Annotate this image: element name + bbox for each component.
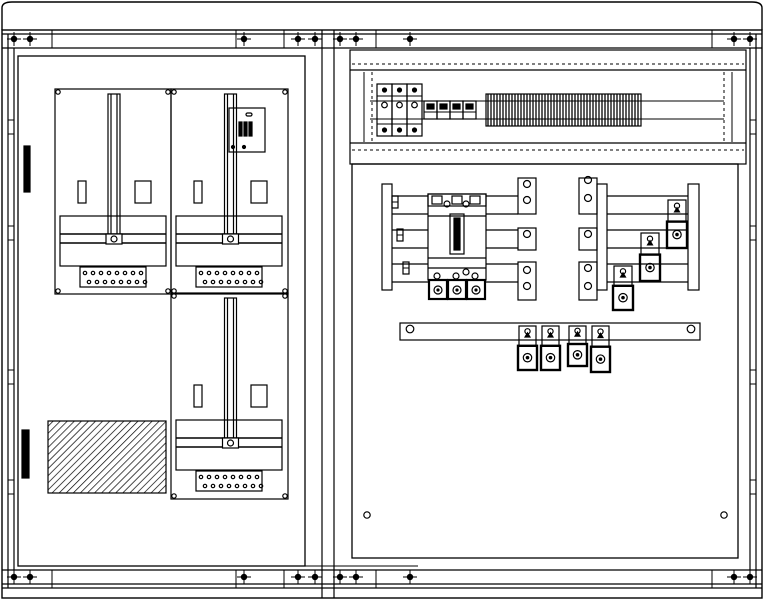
door-handle-top: [23, 145, 31, 193]
terminal-block: [423, 100, 438, 120]
terminal-block: [79, 266, 148, 288]
terminal-block: [195, 470, 264, 492]
terminal-block: [449, 100, 464, 120]
modular-device: [406, 83, 423, 137]
terminal-block: [195, 266, 264, 288]
busbar-supports: [381, 177, 537, 301]
meter-bay-1: [54, 88, 172, 295]
outgoing-terminals: [611, 199, 689, 312]
door-handle-bottom: [21, 429, 30, 479]
modular-device: [391, 83, 408, 137]
main-circuit-breaker: [427, 193, 487, 301]
ventilation-grille: [47, 420, 167, 494]
terminal-lug: [665, 199, 689, 250]
neutral-terminals: [516, 325, 612, 374]
control-module: [228, 107, 266, 153]
mounting-plate: [351, 163, 739, 559]
breaker-terminal: [446, 272, 468, 301]
terminal-block: [436, 100, 451, 120]
terminal-lug: [566, 325, 589, 368]
breaker-terminal: [427, 272, 449, 301]
meter-bays: [54, 88, 289, 500]
right-compartment: [349, 49, 747, 559]
left-compartment: [17, 55, 418, 567]
terminal-lug: [539, 325, 562, 372]
breaker-terminal: [465, 272, 487, 301]
plate-screw: [363, 511, 371, 519]
terminal-strip: [485, 93, 642, 127]
meter-bay-3: [170, 292, 289, 500]
meter-bay-2: [170, 88, 289, 295]
terminal-lug: [611, 265, 635, 312]
terminal-block: [462, 100, 477, 120]
neutral-bar: [399, 322, 701, 341]
top-rail-devices: [376, 83, 642, 137]
terminal-lug: [638, 232, 662, 283]
terminal-lug: [516, 325, 539, 372]
plate-screw: [720, 511, 728, 519]
modular-device: [376, 83, 393, 137]
terminal-lug: [589, 325, 612, 374]
